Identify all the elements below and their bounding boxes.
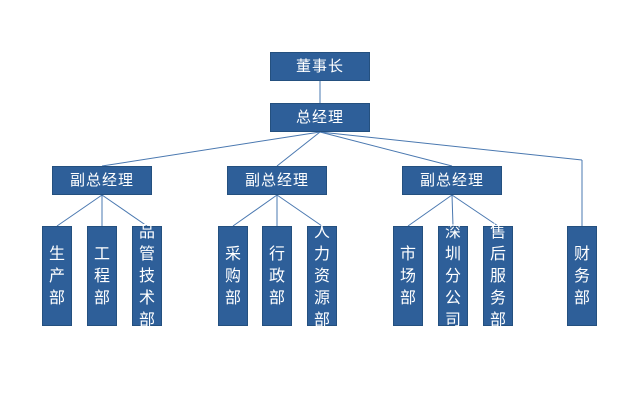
- vice-manager-box-1: 副总经理: [52, 166, 152, 195]
- connector-vp3-dept3: [451, 194, 499, 227]
- connector-vp3-dept2: [451, 194, 454, 227]
- connector-vp1-dept1: [56, 194, 103, 227]
- department-box-shenzhen-branch: 深圳分公司: [438, 222, 468, 329]
- department-label: 市场部: [400, 244, 417, 307]
- connector-vp2-dept3: [276, 194, 323, 227]
- department-label: 售后服务部: [490, 222, 507, 329]
- department-label: 工程部: [94, 244, 111, 307]
- department-box-engineering: 工程部: [87, 226, 117, 326]
- department-label: 深圳分公司: [445, 222, 462, 329]
- connector-vp1-dept3: [101, 194, 148, 227]
- department-label: 采购部: [225, 244, 242, 307]
- connector-gm-vp3: [319, 131, 453, 167]
- department-box-marketing: 市场部: [393, 226, 423, 326]
- chairman-box: 董事长: [270, 52, 370, 81]
- department-box-production: 生产部: [42, 226, 72, 326]
- vice-manager-box-2: 副总经理: [227, 166, 327, 195]
- vice-manager-label: 副总经理: [419, 171, 484, 189]
- department-box-after-sales: 售后服务部: [483, 222, 513, 329]
- department-label: 品管技术部: [139, 222, 156, 329]
- department-box-purchasing: 采购部: [218, 226, 248, 326]
- department-label: 财务部: [574, 244, 591, 307]
- vice-manager-label: 副总经理: [69, 171, 134, 189]
- connector-vp3-dept1: [407, 194, 453, 227]
- department-box-finance: 财务部: [567, 226, 597, 326]
- connector-gm-finance: [319, 131, 583, 161]
- department-box-human-resources: 人力资源部: [307, 222, 337, 329]
- chairman-label: 董事长: [295, 57, 344, 75]
- general-manager-box: 总经理: [270, 103, 370, 132]
- department-label: 行政部: [269, 244, 286, 307]
- department-box-administration: 行政部: [262, 226, 292, 326]
- connector-gm-vp2: [276, 131, 321, 167]
- department-box-quality-tech: 品管技术部: [132, 222, 162, 329]
- department-label: 人力资源部: [314, 222, 331, 329]
- connector-gm-vp1: [101, 131, 321, 167]
- vice-manager-box-3: 副总经理: [402, 166, 502, 195]
- general-manager-label: 总经理: [295, 108, 344, 126]
- vice-manager-label: 副总经理: [244, 171, 309, 189]
- department-label: 生产部: [49, 244, 66, 307]
- connector-vp2-dept1: [232, 194, 278, 227]
